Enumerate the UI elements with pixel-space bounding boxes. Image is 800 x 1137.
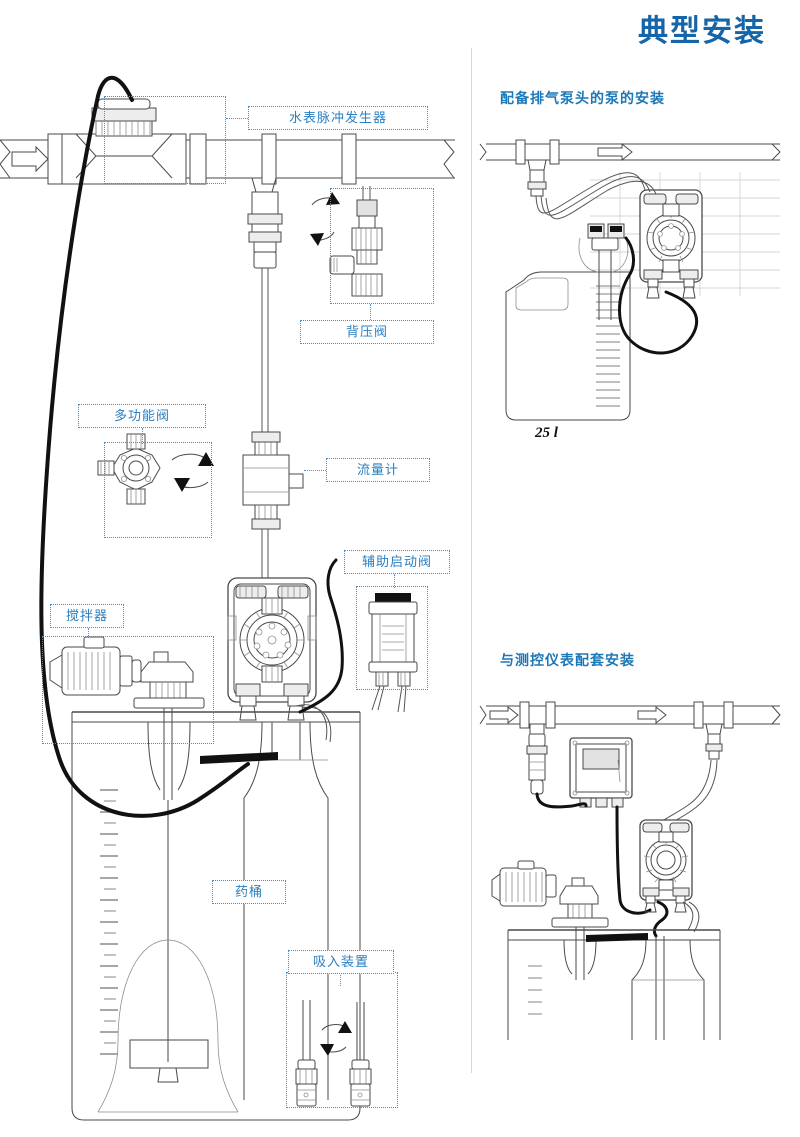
injection-fitting-right <box>663 723 723 825</box>
tubing-bundle-top <box>535 172 657 220</box>
leader-multifunction-valve <box>142 428 143 444</box>
bottom-tank <box>491 860 721 1040</box>
column-divider <box>471 48 472 1073</box>
page-title: 典型安装 <box>638 15 766 48</box>
dosing-pump-bottom <box>639 819 700 938</box>
label-auxiliary-start-valve: 辅助启动阀 <box>344 550 450 574</box>
dosing-tube-middle <box>261 529 269 578</box>
dosing-pump-main <box>227 577 317 721</box>
detail-frame-multifunction-valve <box>104 442 212 538</box>
leader-stirrer <box>88 628 89 638</box>
leader-suction-device <box>340 972 341 986</box>
right-bottom-heading: 与测控仪表配套安装 <box>500 652 635 668</box>
suction-hose-loop <box>618 236 699 355</box>
chemical-tank-body <box>71 722 361 1121</box>
dosing-pump-wall-mounted <box>639 189 703 299</box>
right-top-heading: 配备排气泵头的泵的安装 <box>500 90 665 106</box>
flow-arrow-icon <box>489 705 667 725</box>
right-top-drawing <box>479 139 781 421</box>
leader-flow-meter <box>304 470 326 471</box>
rotation-arrow-icon <box>320 1021 352 1056</box>
detail-frame-water-meter <box>104 96 226 184</box>
detail-frame-back-pressure-valve <box>330 188 434 304</box>
controller-cables <box>535 792 652 915</box>
auxiliary-start-valve-device <box>368 593 418 713</box>
main-water-pipe <box>0 133 455 185</box>
pulse-signal-cable <box>39 75 278 818</box>
detail-frame-auxiliary-start-valve <box>356 586 428 690</box>
tank-lid <box>71 711 361 723</box>
flow-meter-device <box>242 431 304 530</box>
suction-device-detail <box>295 1000 372 1107</box>
leader-water-meter <box>226 118 248 119</box>
detail-frame-suction-device <box>286 972 398 1108</box>
label-multifunction-valve: 多功能阀 <box>78 404 206 428</box>
flow-arrow-icon <box>597 142 633 162</box>
measuring-electrode <box>526 724 548 795</box>
controller-unit <box>569 737 633 808</box>
dosing-tube-upper <box>261 268 269 455</box>
label-back-pressure-valve: 背压阀 <box>300 320 434 344</box>
main-installation-drawing <box>0 75 455 1121</box>
injection-point-tee <box>247 177 283 269</box>
label-flow-meter: 流量计 <box>326 458 430 482</box>
stirrer-motor-device <box>49 636 205 800</box>
label-water-meter: 水表脉冲发生器 <box>248 106 428 130</box>
back-pressure-valve-device <box>310 186 383 297</box>
process-pipe-bottom <box>479 701 781 729</box>
supply-pipe-top <box>479 139 781 197</box>
label-stirrer: 搅拌器 <box>50 604 124 628</box>
detail-frame-stirrer <box>42 636 214 744</box>
pump-hoses <box>295 558 344 743</box>
flow-arrow-icon <box>11 145 49 173</box>
canister-volume-label: 25 l <box>535 425 558 441</box>
label-suction-device: 吸入装置 <box>288 950 394 974</box>
rotation-arrow-icon <box>171 452 214 492</box>
chemical-canister <box>505 223 631 421</box>
leader-back-pressure-valve <box>370 304 371 322</box>
right-bottom-drawing <box>479 701 781 1040</box>
leader-auxiliary-start-valve <box>394 574 395 588</box>
multifunction-valve-device <box>97 433 214 505</box>
label-chemical-tank: 药桶 <box>212 880 286 904</box>
rotation-arrow-icon <box>310 192 340 246</box>
